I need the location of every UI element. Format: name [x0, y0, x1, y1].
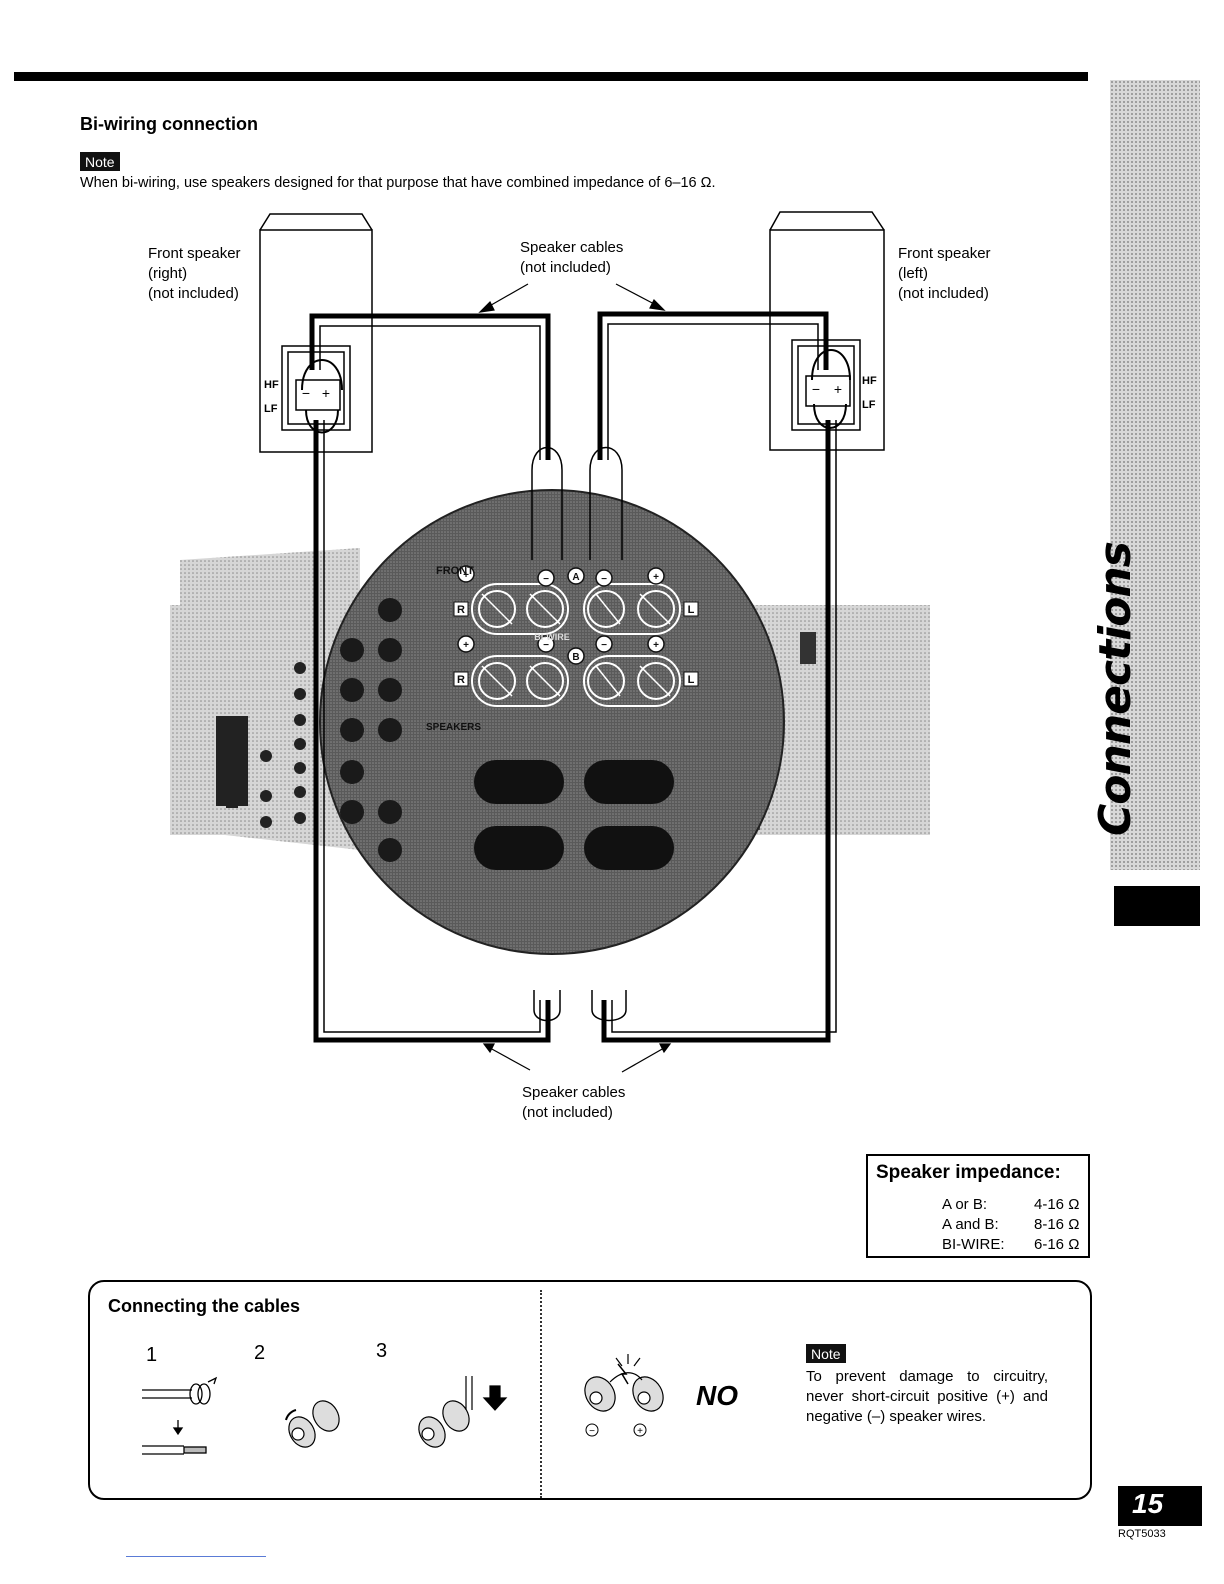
step-number: 2	[254, 1342, 266, 1364]
svg-text:−: −	[601, 640, 607, 651]
panel-label-b: B	[572, 652, 579, 663]
panel-label-l2: L	[688, 674, 695, 686]
side-tab-texture	[1110, 80, 1200, 870]
svg-text:+: +	[463, 570, 469, 581]
left-speaker-label: Front speaker (left) (not included)	[898, 245, 991, 302]
svg-text:+: +	[653, 640, 659, 651]
short-circuit-warning-illustration: −+	[584, 1354, 664, 1437]
connecting-cables-panel	[88, 1280, 1092, 1500]
panel-label-l1: L	[688, 604, 695, 616]
note-badge-2: Note	[806, 1344, 846, 1363]
panel-label-biwire: BI-WIRE	[534, 632, 570, 642]
terminal-hf-left: HF	[862, 375, 877, 387]
terminal-lf-left: LF	[862, 399, 876, 411]
top-cables-label: Speaker cables (not included)	[520, 239, 624, 276]
svg-text:+: +	[834, 381, 842, 397]
panel-label-front: FRONT	[436, 565, 474, 577]
svg-text:+: +	[637, 1426, 643, 1437]
terminal-magnifier: + − − + + − − + A B R L R L FRONT BI-WIRE SP…	[319, 489, 785, 955]
step-number: 1	[146, 1344, 158, 1366]
step-number: 3	[376, 1340, 388, 1362]
panel-label-speakers: SPEAKERS	[426, 722, 481, 733]
right-speaker-label: Front speaker (right) (not included)	[148, 245, 241, 302]
connecting-cables-title: Connecting the cables	[108, 1296, 301, 1316]
cable-steps-illustration	[142, 1376, 508, 1455]
svg-text:+: +	[653, 572, 659, 583]
wire-twist-icon	[142, 1376, 218, 1455]
note-badge: Note	[80, 152, 120, 171]
impedance-title: Speaker impedance:	[876, 1162, 1061, 1183]
note-text: When bi-wiring, use speakers designed fo…	[80, 175, 716, 191]
side-tab-marker	[1114, 886, 1200, 926]
short-circuit-note-text: To prevent damage to circuitry, never sh…	[806, 1368, 1048, 1425]
page-number: 15	[1132, 1488, 1164, 1519]
svg-text:−: −	[601, 574, 607, 585]
svg-text:−: −	[543, 574, 549, 585]
document-code: RQT5033	[1118, 1528, 1166, 1540]
page-number-box	[1118, 1486, 1202, 1526]
panel-label-a: A	[572, 572, 579, 583]
bottom-link-line	[126, 1556, 266, 1557]
svg-text:−: −	[812, 381, 820, 397]
terminal-lf-right: LF	[264, 403, 278, 415]
panel-label-r1: R	[457, 604, 465, 616]
terminal-loosen-icon	[285, 1400, 340, 1448]
svg-text:+: +	[322, 385, 330, 401]
svg-text:−: −	[543, 640, 549, 651]
panel-label-r2: R	[457, 674, 465, 686]
speaker-right	[259, 213, 373, 453]
terminal-hf-right: HF	[264, 379, 279, 391]
svg-text:+: +	[463, 640, 469, 651]
terminal-tighten-icon	[418, 1376, 508, 1448]
panel-divider	[540, 1290, 542, 1498]
no-label: NO	[696, 1380, 738, 1411]
header-rule	[14, 72, 1088, 81]
svg-text:−: −	[589, 1426, 595, 1437]
impedance-box: Speaker impedance: A or B:4-16 Ω A and B…	[866, 1154, 1090, 1258]
bottom-cables-label: Speaker cables (not included)	[522, 1084, 626, 1121]
section-title: Bi-wiring connection	[80, 114, 258, 134]
svg-text:−: −	[302, 385, 310, 401]
